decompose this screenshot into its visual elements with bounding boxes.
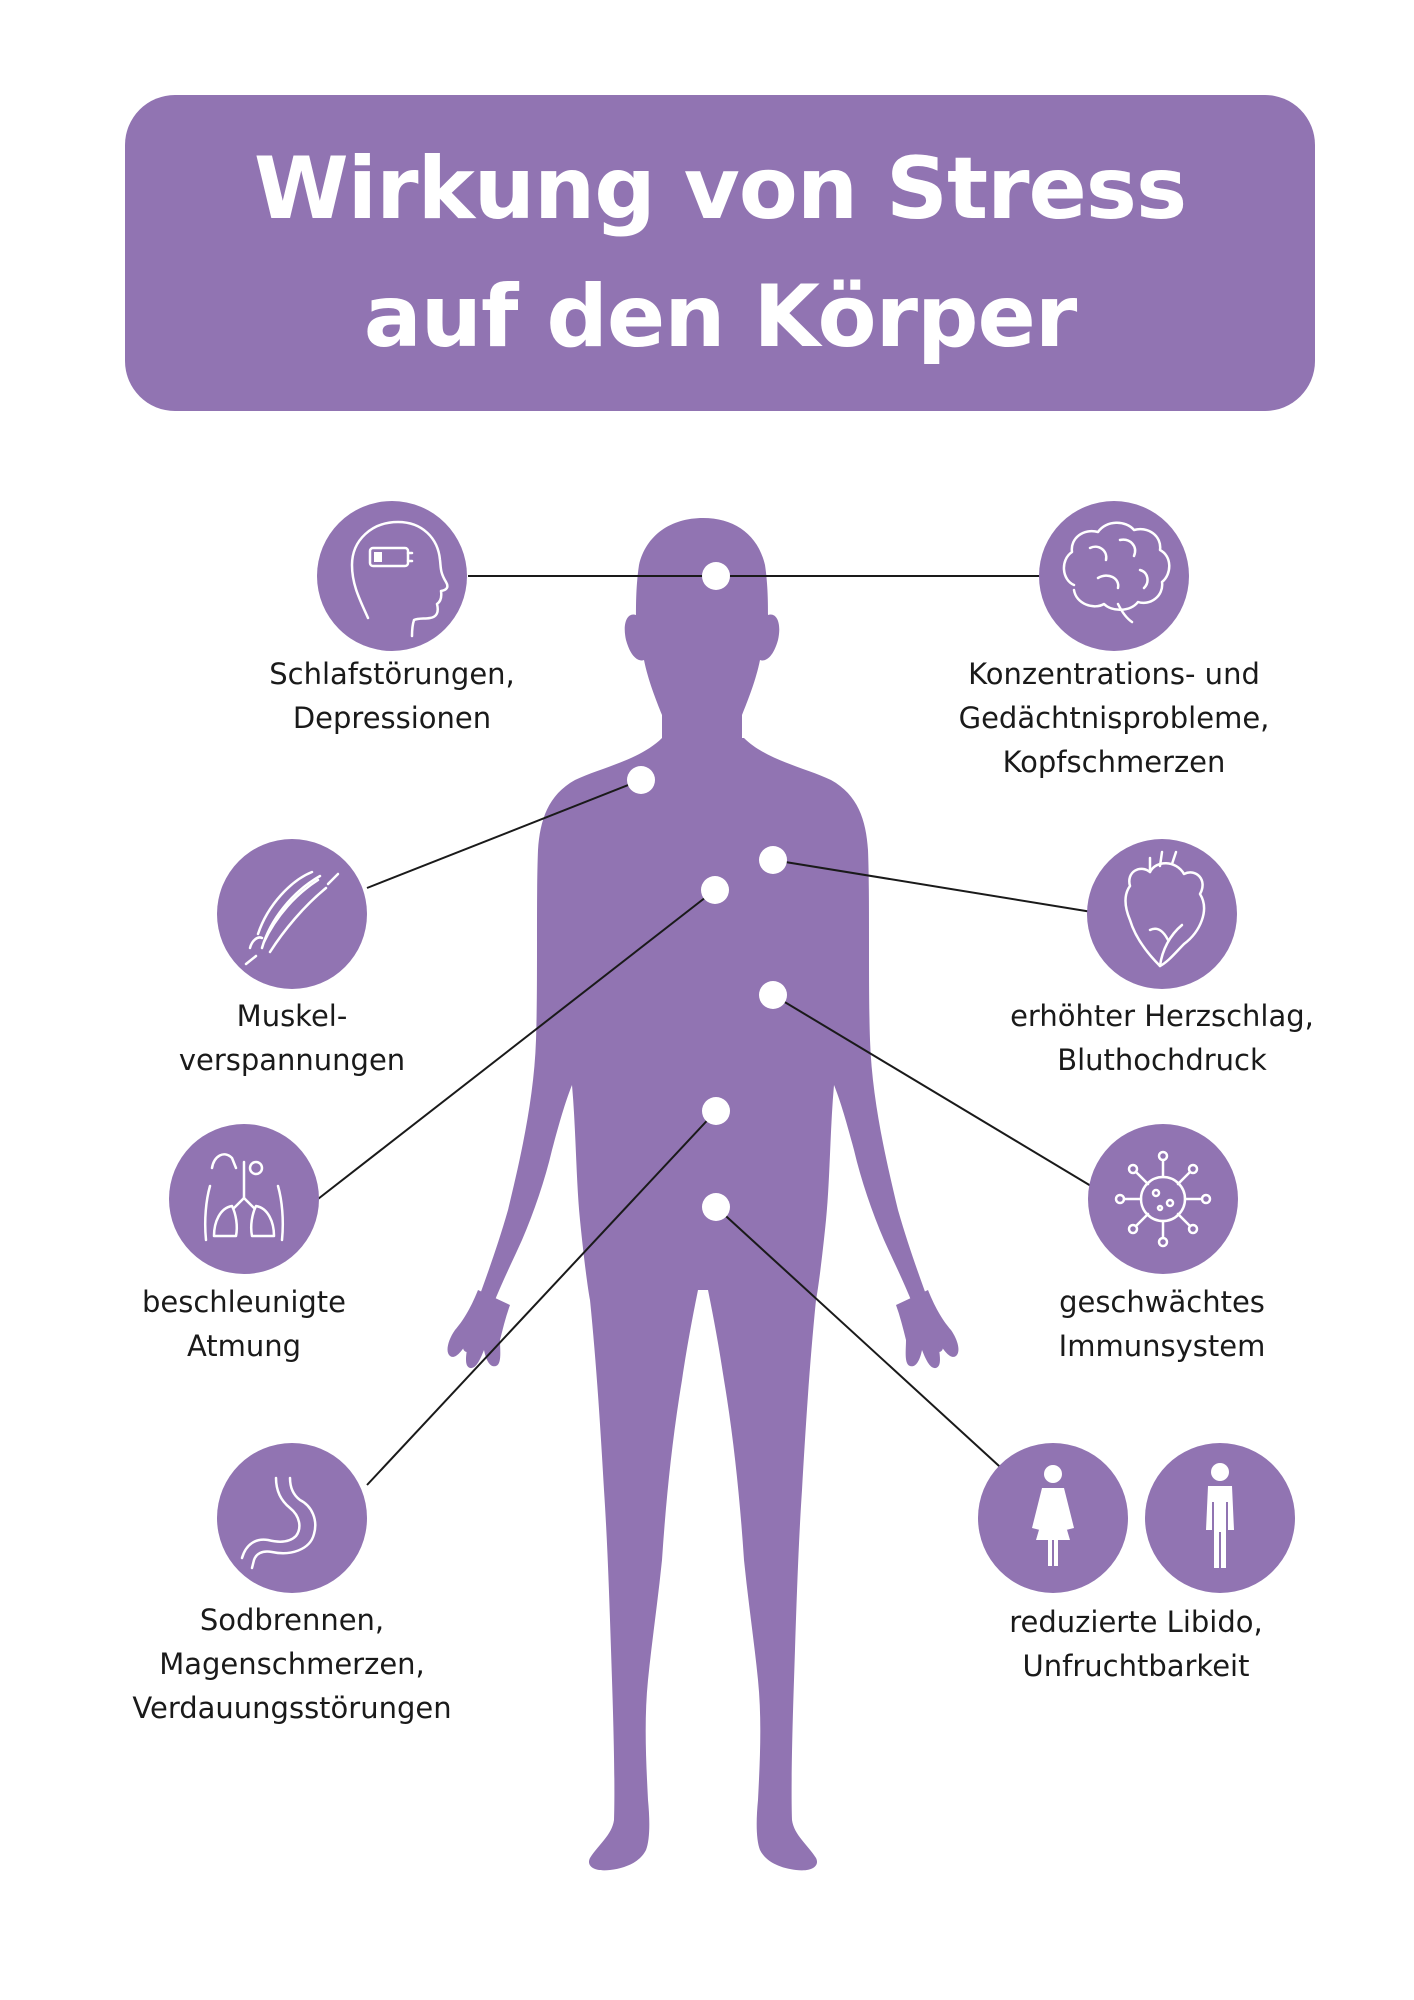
connector-lungs bbox=[317, 889, 716, 1200]
marker-dots bbox=[627, 562, 787, 1221]
dot-stomach bbox=[702, 1097, 730, 1125]
label-heart: erhöhter Herzschlag, Bluthochdruck bbox=[1010, 999, 1314, 1077]
torso-silhouette bbox=[462, 738, 944, 1871]
circle-stomach bbox=[217, 1443, 367, 1593]
virus-icon bbox=[1114, 1150, 1212, 1248]
icon-circles bbox=[169, 501, 1295, 1593]
dot-immune bbox=[759, 981, 787, 1009]
dot-pelvis bbox=[702, 1193, 730, 1221]
head-battery-icon bbox=[350, 520, 449, 638]
circle-immune bbox=[1088, 1124, 1238, 1274]
label-stomach: Sodbrennen, Magenschmerzen, Verdauungsst… bbox=[132, 1603, 452, 1725]
connector-libido bbox=[715, 1206, 1011, 1477]
gender-icons bbox=[1032, 1463, 1234, 1568]
dot-shoulder bbox=[627, 766, 655, 794]
head-silhouette bbox=[624, 518, 780, 745]
connector-immune bbox=[772, 994, 1097, 1190]
right-hand-silhouette bbox=[896, 1290, 959, 1369]
female-icon bbox=[1032, 1465, 1074, 1566]
connector-lines bbox=[317, 575, 1097, 1486]
dot-head bbox=[702, 562, 730, 590]
connector-stomach bbox=[366, 1110, 717, 1486]
label-sleep: Schlafstörungen, Depressionen bbox=[269, 657, 515, 735]
circle-heart bbox=[1087, 839, 1237, 989]
title-line-1: Wirkung von Stress bbox=[253, 139, 1187, 239]
label-lungs: beschleunigte Atmung bbox=[141, 1285, 347, 1363]
label-immune: geschwächtes Immunsystem bbox=[1058, 1285, 1266, 1363]
dot-heart bbox=[759, 846, 787, 874]
label-brain: Konzentrations- und Gedächtnisprobleme, … bbox=[958, 657, 1270, 779]
connector-heart bbox=[772, 859, 1093, 913]
left-hand-silhouette bbox=[447, 1290, 510, 1369]
lungs-icon bbox=[203, 1153, 285, 1242]
stomach-icon bbox=[240, 1476, 317, 1570]
brain-icon bbox=[1062, 521, 1171, 624]
connector-muscle bbox=[366, 779, 642, 889]
heart-icon bbox=[1124, 850, 1206, 968]
label-libido: reduzierte Libido, Unfruchtbarkeit bbox=[1009, 1605, 1263, 1683]
circle-muscle bbox=[217, 839, 367, 989]
title-banner: Wirkung von Stress auf den Körper bbox=[125, 95, 1315, 411]
dot-lungs bbox=[701, 876, 729, 904]
circle-sleep bbox=[317, 501, 467, 651]
title-line-2: auf den Körper bbox=[363, 267, 1078, 367]
male-icon bbox=[1206, 1463, 1234, 1568]
label-muscle: Muskel- verspannungen bbox=[178, 999, 406, 1077]
muscle-icon bbox=[244, 870, 340, 966]
